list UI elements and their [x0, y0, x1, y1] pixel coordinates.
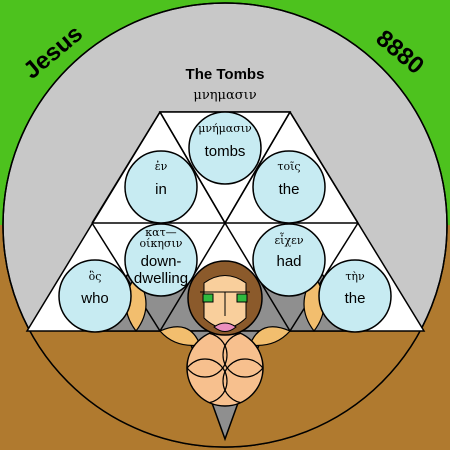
word-circles: [58, 111, 392, 333]
diagram-subtitle: μνημασιν: [193, 88, 256, 103]
word-circle-the-lower: [318, 259, 392, 333]
english-word: down-dwelling: [134, 253, 188, 287]
face-icon: [187, 260, 263, 336]
diagram-title: The Tombs: [186, 66, 265, 83]
lower-circle: [186, 329, 264, 407]
word-circle-in: [124, 150, 198, 224]
greek-word: κατ—οίκησιν: [140, 226, 183, 250]
grid-line: [91, 111, 161, 224]
english-word: who: [80, 290, 109, 307]
word-labels: μνήμασιν tombs ἐν in τοῖς the κατ—οίκησι…: [80, 122, 365, 307]
greek-word: ἐν: [155, 160, 168, 173]
greek-word: ὃς: [89, 270, 102, 283]
word-circle-had: [252, 223, 326, 297]
english-word: tombs: [205, 143, 246, 160]
grid-line: [224, 111, 291, 224]
english-word: the: [279, 181, 300, 198]
word-circle-tombs: [188, 111, 262, 185]
left-eye-icon: [202, 293, 214, 303]
english-word: had: [276, 253, 301, 270]
greek-word: τὴν: [345, 270, 365, 283]
english-word: the: [345, 290, 366, 307]
word-circle-the-upper: [252, 150, 326, 224]
greek-word: τοῖς: [277, 160, 300, 173]
word-circle-down-dwelling: [124, 223, 198, 297]
english-word: in: [155, 181, 167, 198]
lower-emblem: [186, 329, 264, 407]
greek-word: μνήμασιν: [198, 122, 252, 135]
mouth-icon: [213, 322, 237, 332]
grid-line: [159, 111, 226, 224]
grid-line: [289, 111, 359, 224]
right-eye-icon: [236, 293, 248, 303]
word-circle-who: [58, 259, 132, 333]
greek-word: εἶχεν: [274, 232, 303, 247]
